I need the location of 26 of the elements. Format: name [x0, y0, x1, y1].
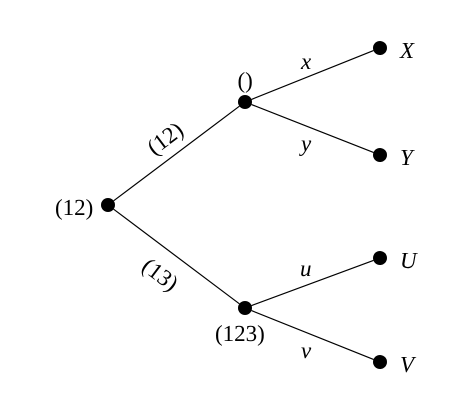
- node-label: X: [400, 38, 414, 62]
- edge-label: (12): [142, 117, 188, 159]
- node-label: (123): [215, 322, 265, 344]
- edge-label: (13): [138, 253, 182, 295]
- node-label: (): [238, 68, 253, 92]
- connector-line: [251, 310, 374, 360]
- dot-node: [238, 95, 252, 109]
- node-label: U: [400, 248, 417, 272]
- node-label: Y: [400, 146, 413, 168]
- node-label: V: [400, 352, 414, 376]
- edge-label: u: [300, 256, 312, 280]
- connector-line: [113, 106, 240, 202]
- dot-node: [101, 198, 115, 212]
- edge-label: y: [301, 132, 312, 154]
- node-label: (12): [55, 196, 94, 218]
- connector-line: [113, 208, 240, 304]
- connector-line: [251, 50, 374, 100]
- edge-label: x: [301, 50, 312, 72]
- dot-node: [373, 41, 387, 55]
- connector-line: [251, 104, 374, 153]
- connector-line: [251, 260, 374, 306]
- dot-node: [238, 301, 252, 315]
- dot-node: [373, 355, 387, 369]
- dot-node: [373, 148, 387, 162]
- edge-label: v: [301, 338, 312, 362]
- dot-node: [373, 251, 387, 265]
